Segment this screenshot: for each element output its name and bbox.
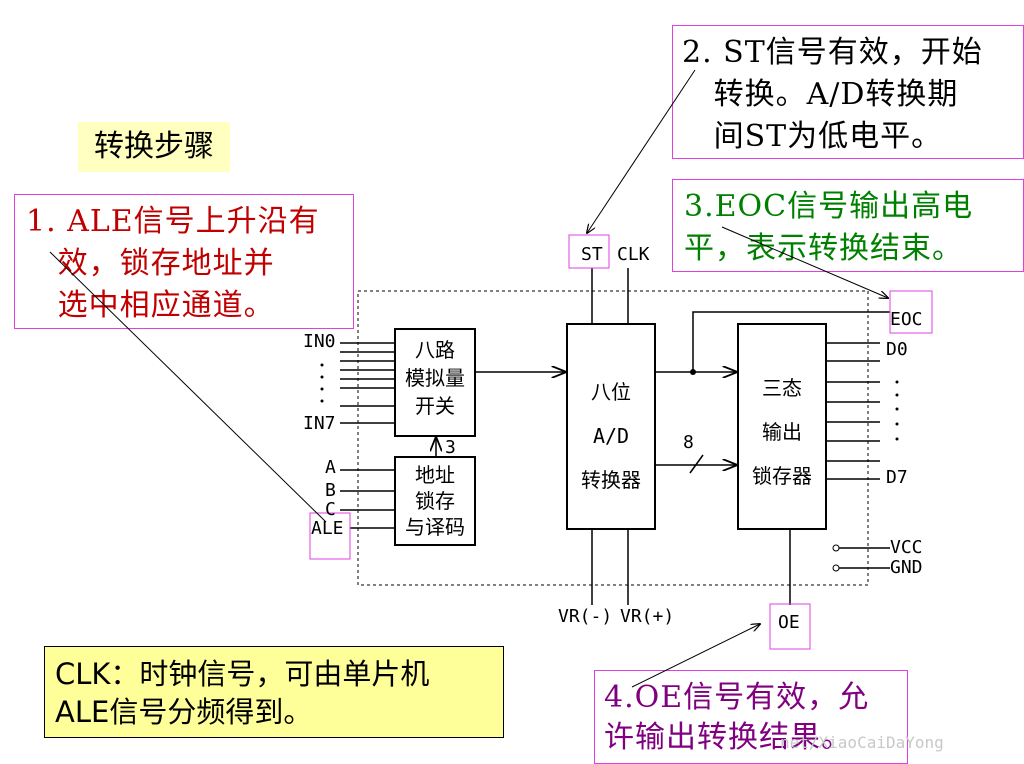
step3-pointer <box>721 226 888 298</box>
output-dots <box>895 380 899 441</box>
watermark: net/XiaoCaiDaYong <box>780 733 944 752</box>
step3-line1: 3.EOC信号输出高电 <box>684 189 974 224</box>
step2-line2: 转换。A/D转换期 <box>682 77 959 112</box>
chip-outline <box>357 290 869 586</box>
output-lines <box>826 342 880 480</box>
step1-line1: 1. ALE信号上升沿有 <box>26 204 320 239</box>
step2-note <box>672 25 1024 159</box>
pin-st: ST <box>581 244 603 265</box>
step1-line2: 效，锁存地址并 <box>26 246 275 281</box>
step4-note <box>594 670 908 764</box>
page-title: 转换步骤 <box>78 122 230 172</box>
step4-pointer <box>631 624 760 688</box>
clk-note: CLK：时钟信号，可由单片机 ALE信号分频得到。 <box>44 646 504 738</box>
pin-clk: CLK <box>617 244 650 265</box>
step4-line2: 许输出转换结果。 <box>604 720 852 755</box>
vcc-terminal <box>832 544 840 552</box>
step3-note <box>672 179 1024 272</box>
mux-label: 八路模拟量开关 <box>405 338 465 418</box>
pin-d0: D0 <box>886 339 908 360</box>
step2-pointer <box>587 69 696 233</box>
addr-label: 地址锁存与译码 <box>405 463 465 539</box>
eoc-line <box>692 311 890 372</box>
step1-note <box>14 194 354 329</box>
pin-eoc: EOC <box>890 309 923 330</box>
clk-note-line2: ALE信号分频得到。 <box>55 695 313 729</box>
pin-vrm: VR(-) <box>558 606 613 627</box>
pin-c: C <box>325 499 336 520</box>
step3-line2: 平，表示转换结束。 <box>684 231 963 266</box>
step1-pointer <box>49 251 327 523</box>
pin-d7: D7 <box>886 467 908 488</box>
step1-line3: 选中相应通道。 <box>26 288 275 323</box>
step4-line1: 4.OE信号有效，允 <box>604 680 870 715</box>
bus8-label: 8 <box>683 432 694 453</box>
pin-vcc: VCC <box>890 537 923 558</box>
pin-oe: OE <box>778 612 800 633</box>
address-input-lines <box>340 469 395 529</box>
input-dots <box>320 363 324 403</box>
pin-gnd: GND <box>890 557 923 578</box>
mux-block <box>394 328 476 437</box>
eoc-highlight <box>889 290 933 334</box>
ale-highlight <box>309 512 351 560</box>
bus3-label: 3 <box>445 437 456 458</box>
analog-input-lines <box>340 342 395 424</box>
pin-ale: ALE <box>311 518 344 539</box>
step2-line1: 2. ST信号有效，开始 <box>682 35 983 70</box>
pin-a: A <box>325 457 336 478</box>
addr-block <box>394 456 476 546</box>
latch-label: 三态输出锁存器 <box>752 376 812 488</box>
gnd-terminal <box>832 564 840 572</box>
bus8-slash <box>689 454 704 474</box>
pin-in7: IN7 <box>303 413 336 434</box>
step2-line3: 间ST为低电平。 <box>682 119 943 154</box>
pin-in0: IN0 <box>303 331 336 352</box>
oe-highlight <box>769 603 811 650</box>
pin-b: B <box>325 480 336 501</box>
adc-block <box>566 323 656 530</box>
latch-block <box>737 323 827 530</box>
clk-note-line1: CLK：时钟信号，可由单片机 <box>55 657 430 691</box>
pin-vrp: VR(+) <box>620 606 675 627</box>
